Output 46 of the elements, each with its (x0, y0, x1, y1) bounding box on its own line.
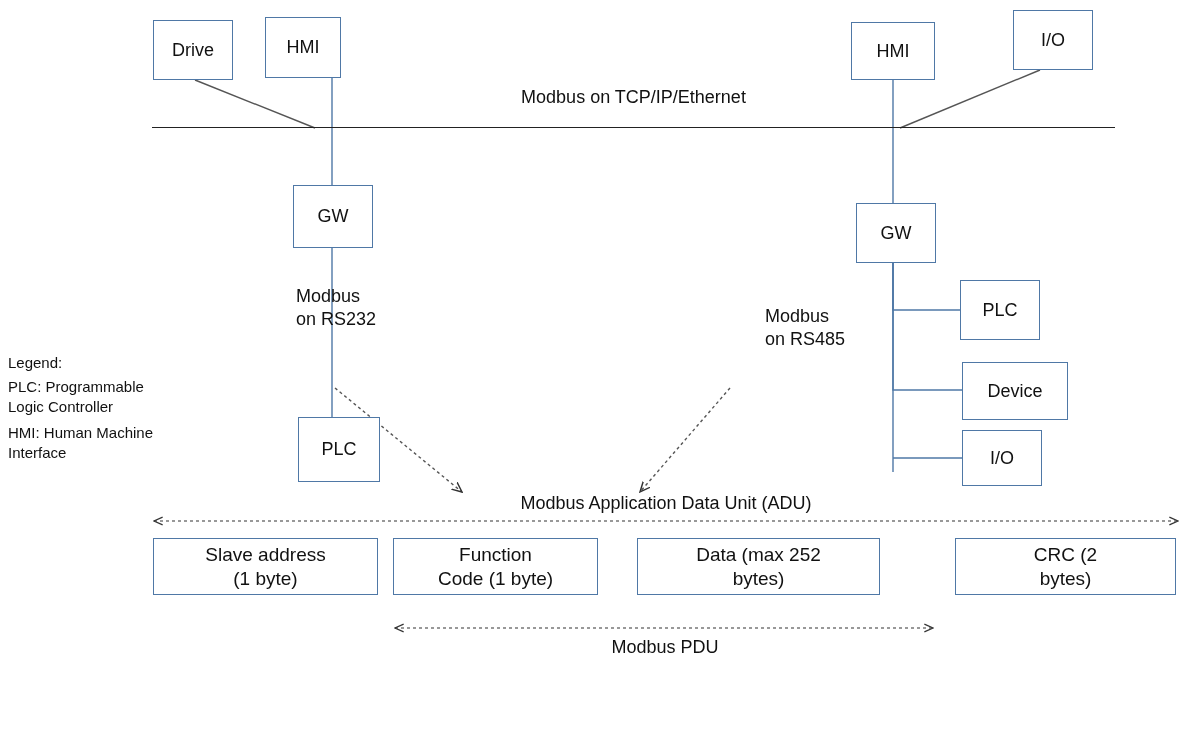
box-label: Drive (172, 38, 214, 62)
box-label: HMI (286, 36, 320, 59)
box-label: Data (max 252 bytes) (695, 542, 822, 591)
connection-line (899, 69, 1041, 129)
box-label: I/O (1041, 28, 1065, 52)
device-box (1013, 10, 1093, 70)
connection-line (194, 79, 316, 129)
box-label: GW (317, 205, 349, 228)
device-box (298, 417, 380, 482)
frame-title: Modbus Application Data Unit (ADU) (520, 492, 812, 515)
gateway-box (293, 185, 373, 248)
frame-field-box (955, 538, 1176, 595)
box-label: Slave address (1 byte) (204, 542, 327, 591)
dimension-label: Modbus PDU (610, 636, 720, 659)
connection-line (331, 77, 333, 129)
frame-field-box (153, 538, 378, 595)
connection-line (892, 127, 894, 204)
gateway-box (856, 203, 936, 263)
legend-entry: HMI: Human Machine Interface (8, 423, 155, 462)
connection-line (331, 247, 333, 418)
dashed-arrow (639, 387, 731, 493)
connection-line (892, 262, 963, 473)
bus-label: Modbus on TCP/IP/Ethernet (521, 86, 746, 109)
device-box (962, 430, 1042, 486)
network-label: Modbus on RS485 (765, 305, 847, 352)
frame-field-box (393, 538, 598, 595)
dashed-arrow (334, 387, 463, 493)
device-box (851, 22, 935, 80)
box-label: Function Code (1 byte) (436, 542, 555, 591)
legend-entry: PLC: Programmable Logic Controller (8, 377, 145, 416)
box-label: Device (987, 379, 1043, 403)
network-label: Modbus on RS232 (296, 285, 378, 332)
box-label: I/O (990, 446, 1014, 470)
box-label: GW (880, 221, 912, 245)
device-box (265, 17, 341, 78)
connection-line (892, 79, 894, 129)
box-label: PLC (982, 298, 1018, 322)
connection-line (331, 127, 333, 186)
box-label: HMI (876, 39, 910, 63)
box-label: PLC (321, 438, 357, 461)
device-box (153, 20, 233, 80)
box-label: CRC (2 bytes) (1032, 542, 1099, 591)
legend-heading: Legend: (8, 353, 64, 373)
frame-field-box (637, 538, 880, 595)
device-box (960, 280, 1040, 340)
device-box (962, 362, 1068, 420)
